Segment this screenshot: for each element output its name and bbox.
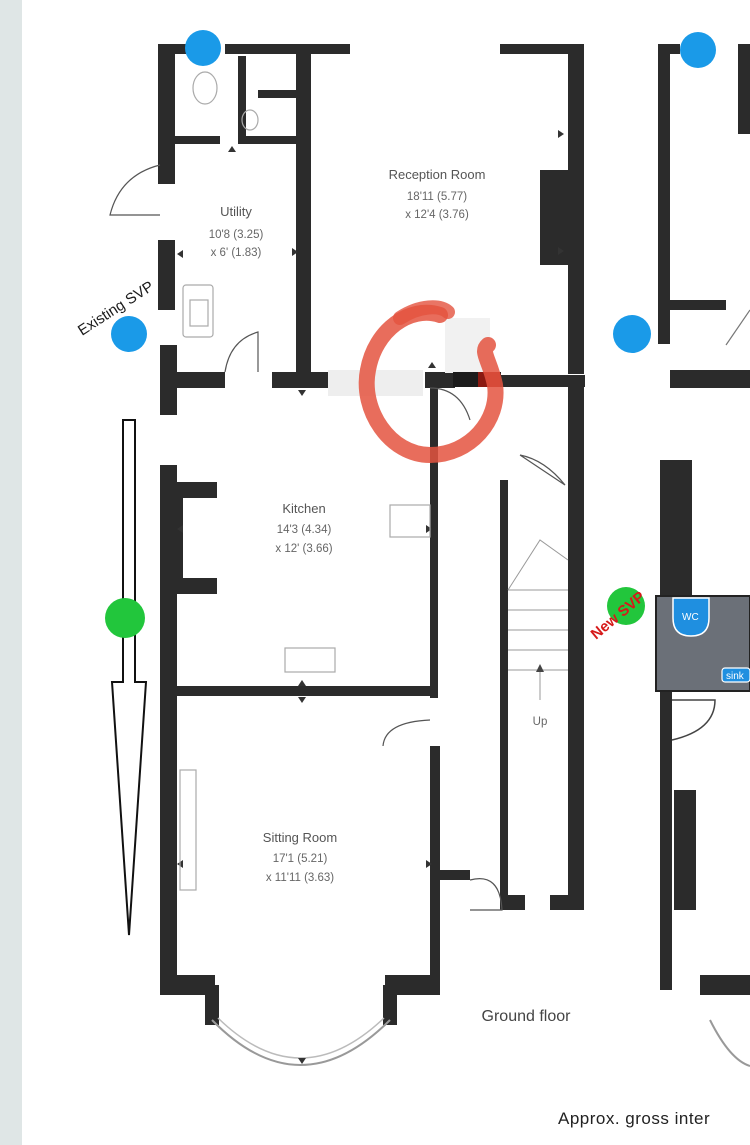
sink-fixture — [721, 667, 750, 683]
bay-window-inner — [217, 1017, 385, 1059]
room-name-sitting: Sitting Room — [263, 830, 337, 845]
walls-left-plan — [158, 44, 585, 1025]
room-dim1-kitchen: 14'3 (4.34) — [277, 524, 332, 536]
wall-left-outer-4 — [160, 465, 177, 995]
existing-svp-marker-top — [185, 30, 221, 66]
wall-sitting-right — [430, 746, 440, 986]
room-dim1-reception: 18'11 (5.77) — [407, 191, 467, 203]
room-name-reception: Reception Room — [389, 167, 486, 182]
wall-reception-left — [305, 54, 311, 384]
existing-svp-marker-right-top — [680, 32, 716, 68]
room-name-kitchen: Kitchen — [282, 501, 325, 516]
wall-bay-r — [383, 985, 397, 1025]
left-rail — [0, 0, 22, 1145]
wall-utility-right — [296, 54, 305, 380]
wall-top-utility-right — [225, 44, 350, 54]
sink-label: sink — [726, 671, 745, 682]
footer-text: Approx. gross inter — [558, 1109, 710, 1128]
wall-utility-stub — [258, 90, 298, 98]
wall-hall-right — [568, 387, 584, 910]
wall-sitting-bottom-r — [385, 975, 440, 995]
wall-left-outer-3 — [160, 345, 177, 415]
wall-kitchen-right — [430, 388, 438, 698]
stairs-up-arrow — [536, 664, 544, 672]
wall-stairs-bottom-2 — [550, 895, 584, 910]
bay-window — [211, 1019, 391, 1066]
existing-svp-marker-right — [613, 315, 651, 353]
wall-reception-bottom — [425, 372, 455, 388]
stairs — [507, 539, 569, 700]
wall-sitting-right-ext — [440, 870, 470, 880]
wall-reception-right — [568, 44, 584, 374]
wall-bay-l — [205, 985, 219, 1025]
room-dim2-kitchen: x 12' (3.66) — [275, 543, 332, 555]
new-svp-marker-right — [607, 587, 645, 625]
wc-label: WC — [682, 612, 699, 623]
wall-utility-bottom — [175, 372, 225, 388]
drain-direction-arrow — [110, 419, 148, 936]
red-scribble-circle — [358, 304, 504, 464]
wall-wc-right — [238, 56, 246, 136]
wall-left-outer-2 — [158, 240, 175, 310]
new-svp-marker-left — [105, 598, 145, 638]
wall-stairs-bottom — [500, 895, 525, 910]
wall-kitchen-chimney-2 — [175, 578, 217, 594]
wall-utility-bottom-2 — [272, 372, 328, 388]
room-dim1-sitting: 17'1 (5.21) — [273, 853, 328, 865]
wall-kitchen-chimney-3 — [175, 498, 183, 578]
room-name-utility: Utility — [220, 204, 252, 219]
right-plan-door-2 — [725, 309, 750, 346]
wall-sitting-bottom-l — [160, 975, 215, 995]
removed-wall-patch — [328, 370, 423, 396]
fixtures — [179, 71, 431, 891]
walls-right-plan — [658, 44, 750, 995]
red-scribble-stroke — [393, 300, 455, 325]
wall-top-reception — [500, 44, 584, 54]
wall-stairs-left — [500, 480, 508, 910]
wc-fixture — [672, 597, 710, 637]
right-plan-bay — [709, 1019, 750, 1067]
right-plan-door — [671, 699, 716, 741]
wall-left-outer — [158, 44, 175, 184]
floor-label: Ground floor — [482, 1008, 572, 1025]
wall-kitchen-chimney — [175, 482, 217, 498]
existing-svp-marker — [111, 316, 147, 352]
door-swings — [109, 164, 566, 911]
room-dim2-reception: x 12'4 (3.76) — [405, 209, 469, 221]
room-dim2-utility: x 6' (1.83) — [211, 247, 262, 259]
wall-markers — [177, 130, 564, 1064]
wall-wc-bottom-r — [238, 136, 302, 144]
wall-chimney — [540, 170, 570, 265]
wall-wc-bottom — [175, 136, 220, 144]
wall-kitchen-bottom — [175, 686, 438, 696]
room-dim2-sitting: x 11'11 (3.63) — [266, 872, 334, 884]
stairs-label: Up — [533, 716, 548, 728]
room-dim1-utility: 10'8 (3.25) — [209, 229, 264, 241]
